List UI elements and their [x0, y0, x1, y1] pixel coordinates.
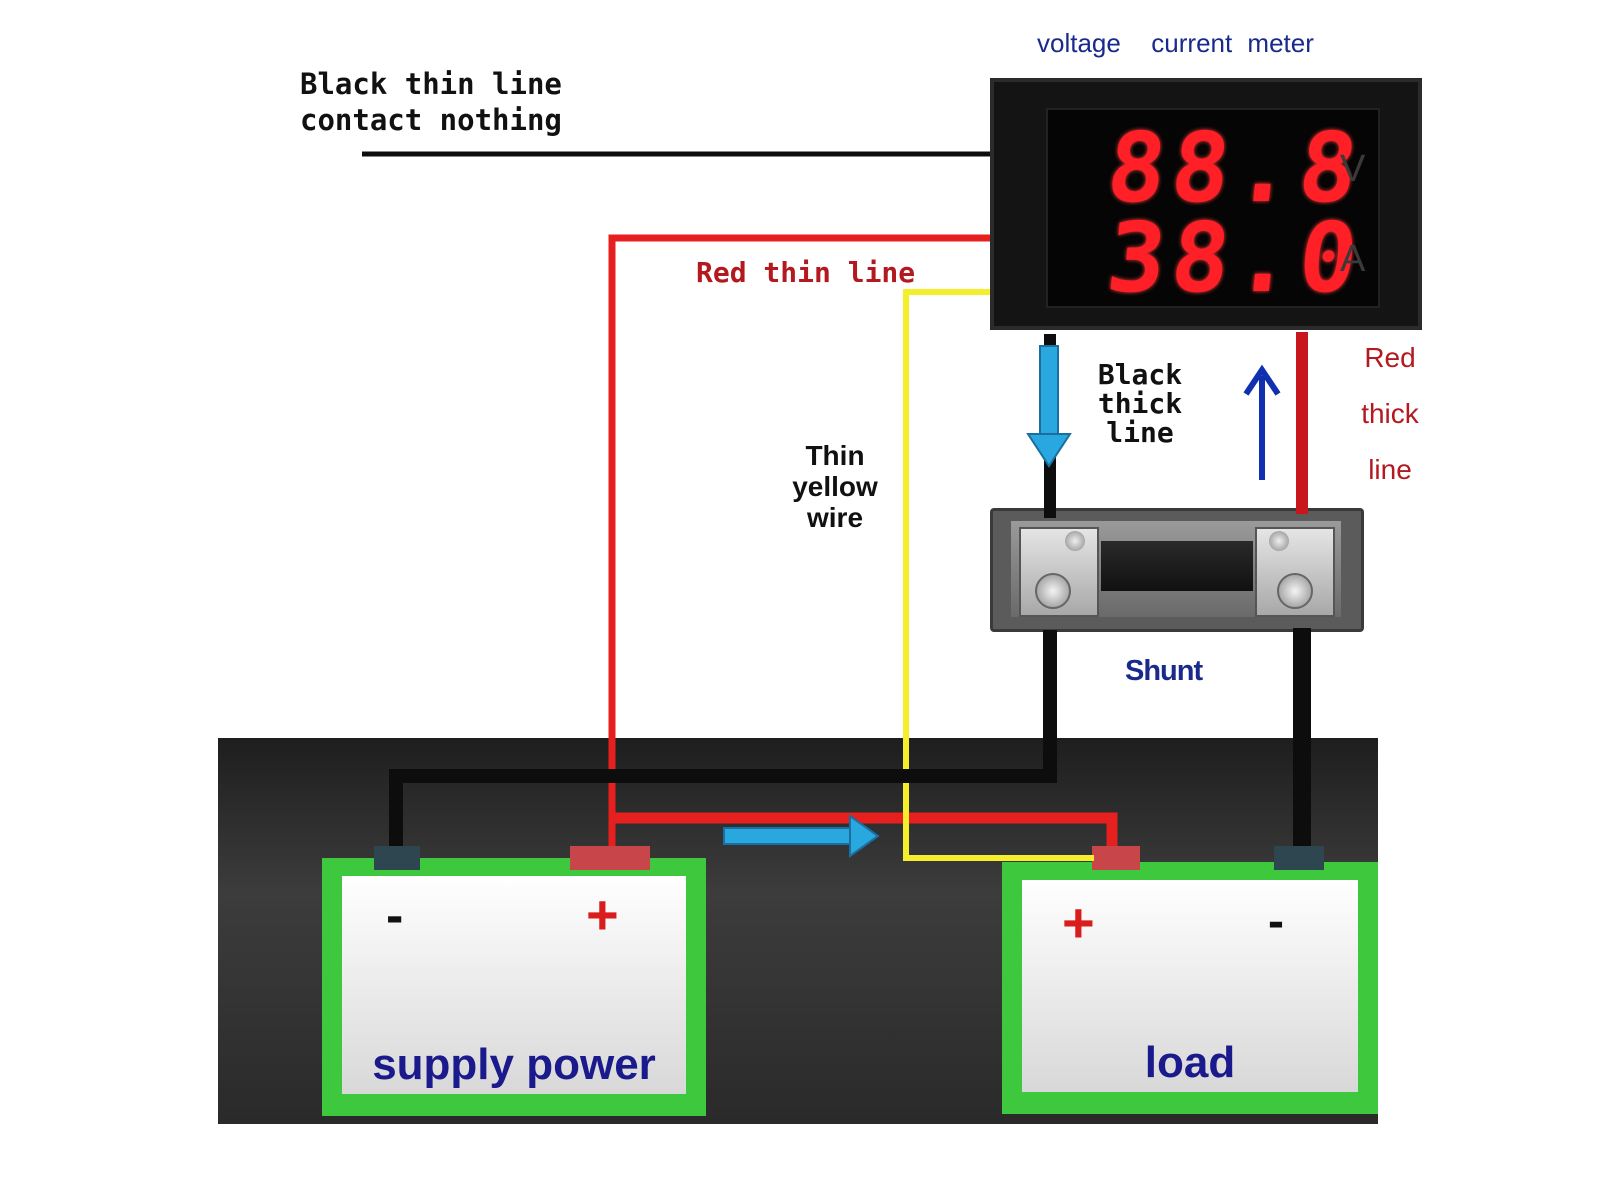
red-thin-line-label: Red thin line [696, 256, 916, 289]
shunt-right-screw [1277, 573, 1313, 609]
voltage-unit: V [1340, 148, 1366, 190]
shunt-left-screw [1035, 573, 1071, 609]
black-thick-line-label: Black thick line [1097, 358, 1183, 449]
supply-negative-sign: - [386, 887, 404, 945]
shunt-left-small-screw [1065, 531, 1085, 551]
current-down-arrow [1026, 345, 1072, 468]
load-negative-sign: - [1268, 895, 1284, 948]
load-battery-face: + - load [1022, 880, 1358, 1092]
supply-power-battery: - + supply power [322, 858, 706, 1116]
shunt-right-block [1255, 527, 1335, 617]
shunt-right-small-screw [1269, 531, 1289, 551]
load-positive-sign: + [1062, 891, 1095, 954]
shunt [990, 508, 1364, 632]
black-return-wire [389, 630, 1057, 846]
load-positive-terminal [1092, 846, 1140, 870]
meter-title-label: voltage current meter [1037, 28, 1314, 58]
current-up-arrow [1243, 364, 1281, 480]
current-unit: A [1340, 238, 1366, 280]
thin-yellow-wire-label: Thin yellow wire [792, 440, 878, 533]
supply-positive-sign: + [586, 883, 619, 946]
meter-display-window: 88.8 38.0 V A [1046, 108, 1380, 314]
supply-battery-face: - + supply power [342, 876, 686, 1094]
current-reading: 38.0 [1102, 202, 1370, 314]
supply-power-label: supply power [372, 1040, 656, 1089]
supply-positive-terminal [570, 846, 650, 870]
current-right-arrow [723, 814, 880, 858]
black-thin-line-label: Black thin line contact nothing [300, 67, 562, 137]
load-label: load [1144, 1038, 1236, 1087]
shunt-label: Shunt [1125, 655, 1203, 687]
shunt-center-bar [1101, 541, 1253, 591]
supply-negative-terminal [374, 846, 420, 870]
red-thick-line-label: Red thick line [1361, 342, 1419, 485]
yellow-thin-wire [903, 289, 1094, 861]
red-power-wire [612, 812, 1118, 846]
load-battery: + - load [1002, 862, 1378, 1114]
voltage-current-meter: 88.8 38.0 V A [990, 78, 1422, 330]
load-negative-terminal [1274, 846, 1324, 870]
red-thin-wire [608, 234, 992, 846]
